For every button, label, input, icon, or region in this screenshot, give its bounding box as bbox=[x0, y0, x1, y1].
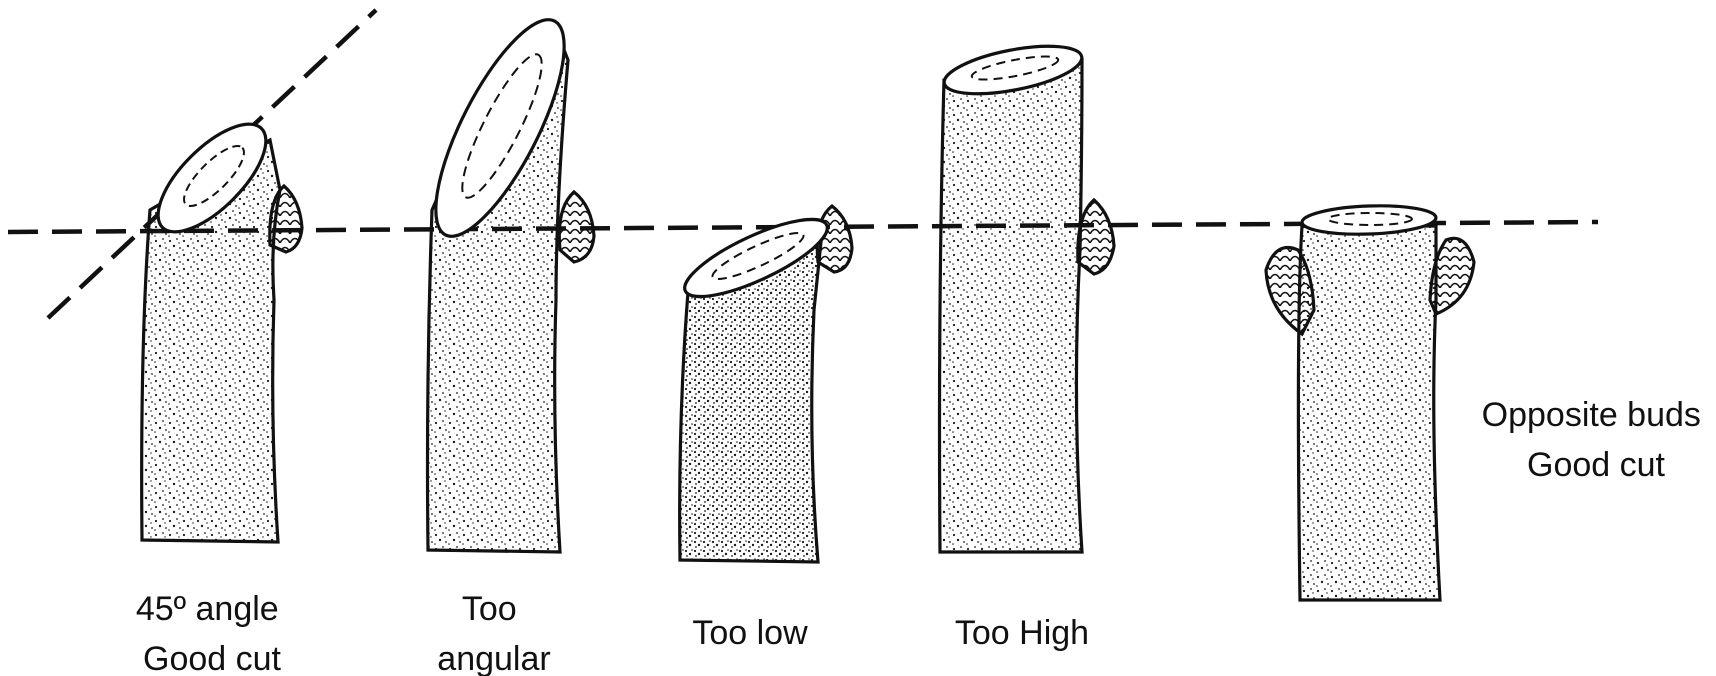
bud bbox=[1078, 200, 1114, 274]
stem-too-low bbox=[676, 205, 852, 562]
caption-too-low: Too low bbox=[692, 614, 808, 652]
caption-too-high: Too High bbox=[955, 614, 1089, 652]
caption-too-angular: Too angular bbox=[437, 590, 550, 676]
stem-body bbox=[940, 60, 1083, 552]
stem-45-angle-good-cut bbox=[141, 107, 302, 542]
stem-opposite-buds-good-cut bbox=[1266, 204, 1474, 600]
captions: 45º angle Good cut Too angular Too low T… bbox=[136, 396, 1711, 676]
stem-too-angular bbox=[412, 4, 594, 552]
bud bbox=[559, 192, 594, 262]
stem-too-high bbox=[940, 37, 1115, 552]
stem-body bbox=[1298, 226, 1440, 600]
caption-opposite-buds-good-cut: Opposite buds Good cut bbox=[1482, 396, 1711, 484]
caption-45-angle-good-cut: 45º angle Good cut bbox=[136, 590, 288, 676]
